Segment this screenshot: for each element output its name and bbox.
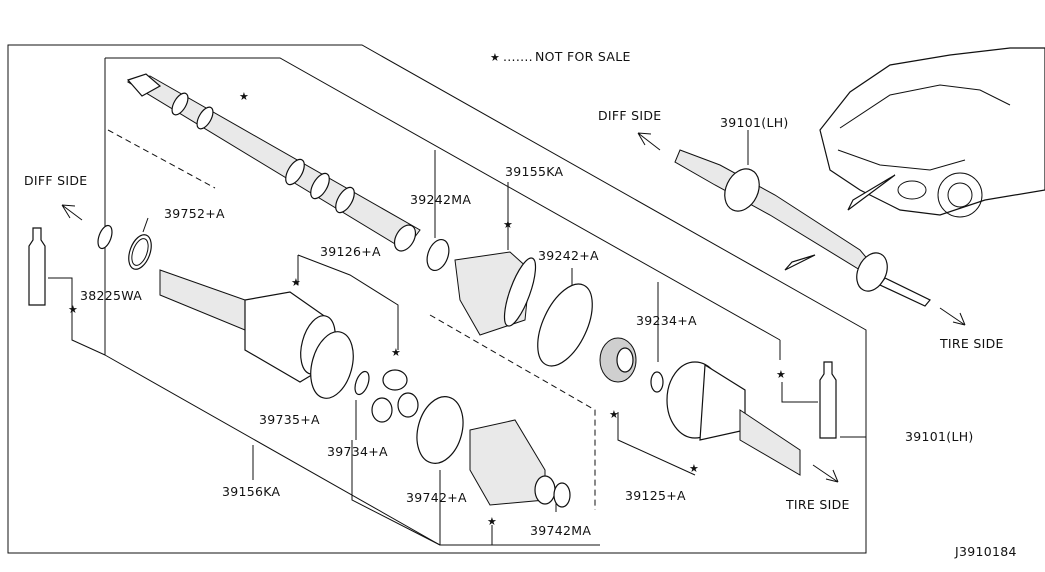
label-38225WA: 38225WA bbox=[80, 288, 142, 303]
label-39155KA: 39155KA bbox=[505, 164, 564, 179]
legend-text: NOT FOR SALE bbox=[535, 49, 631, 64]
direction-arrows bbox=[61, 132, 966, 483]
assembly-frame bbox=[7, 44, 867, 554]
circlip-part bbox=[650, 371, 664, 393]
star-race: ★ bbox=[609, 408, 619, 421]
star-housing: ★ bbox=[291, 276, 301, 289]
tire-side-top-label: TIRE SIDE bbox=[939, 336, 1004, 351]
diff-side-right-label: DIFF SIDE bbox=[598, 108, 662, 123]
star-outer-boot: ★ bbox=[503, 218, 513, 231]
label-39125A: 39125+A bbox=[625, 488, 686, 503]
subframe-top-line bbox=[105, 57, 781, 341]
inboard-housing-part bbox=[159, 269, 354, 399]
star-boot: ★ bbox=[487, 515, 497, 528]
label-39242A: 39242+A bbox=[538, 248, 599, 263]
shaft-assembly-part bbox=[674, 149, 931, 307]
clamp-39242-part bbox=[537, 283, 593, 367]
legend-star: ★ bbox=[490, 51, 500, 64]
joint-inner-race-part bbox=[599, 337, 637, 383]
tripod-joint-part bbox=[354, 369, 419, 423]
snap-ring-part bbox=[97, 224, 113, 250]
label-39742A: 39742+A bbox=[406, 490, 467, 505]
label-39156KA: 39156KA bbox=[222, 484, 281, 499]
star-tripod: ★ bbox=[391, 346, 401, 359]
label-39234A: 39234+A bbox=[636, 313, 697, 328]
subframe-dash-1 bbox=[107, 129, 216, 189]
ring-39752-inner bbox=[131, 238, 149, 266]
star-drive-shaft: ★ bbox=[239, 90, 249, 103]
label-39752A: 39752+A bbox=[164, 206, 225, 221]
label-39101LH-right: 39101(LH) bbox=[905, 429, 974, 444]
vehicle-illustration bbox=[819, 47, 1045, 218]
leader-lines bbox=[48, 130, 866, 546]
outboard-boot-part bbox=[426, 238, 537, 336]
tire-side-bottom-label: TIRE SIDE bbox=[785, 497, 850, 512]
inboard-boot-part bbox=[416, 396, 571, 508]
subframe-dash-2 bbox=[429, 314, 596, 510]
star-outer-joint: ★ bbox=[689, 462, 699, 475]
outer-cv-joint-part bbox=[666, 361, 801, 476]
diff-side-left-label: DIFF SIDE bbox=[24, 173, 88, 188]
legend-dots: ....... bbox=[503, 49, 533, 64]
label-39735A: 39735+A bbox=[259, 412, 320, 427]
grease-tube-left bbox=[28, 227, 46, 306]
label-39101LH-top: 39101(LH) bbox=[720, 115, 789, 130]
ring-39752-part bbox=[128, 234, 152, 270]
drive-shaft-part bbox=[126, 73, 421, 252]
label-39126A: 39126+A bbox=[320, 244, 381, 259]
diagram-id: J3910184 bbox=[954, 544, 1017, 559]
star-grease-right: ★ bbox=[776, 368, 786, 381]
label-39734A: 39734+A bbox=[327, 444, 388, 459]
star-grease-left: ★ bbox=[68, 303, 78, 316]
subframe-left-line bbox=[104, 58, 600, 546]
label-39242MA: 39242MA bbox=[410, 192, 471, 207]
label-39742MA: 39742MA bbox=[530, 523, 591, 538]
grease-tube-right bbox=[819, 361, 837, 439]
